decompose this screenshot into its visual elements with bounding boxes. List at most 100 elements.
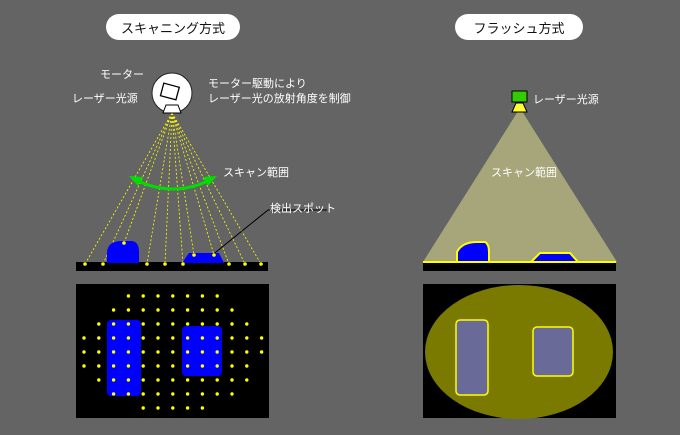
scan-point xyxy=(230,308,234,312)
scan-point xyxy=(230,350,234,354)
scan-point xyxy=(156,378,160,382)
scan-point xyxy=(111,364,116,368)
scan-beam-line xyxy=(171,112,195,256)
scan-point xyxy=(141,294,145,298)
flash-method-title: フラッシュ方式 xyxy=(455,14,583,40)
flash-result-object-2 xyxy=(532,326,574,377)
arrow-head-left xyxy=(129,176,143,186)
flash-beam-cone xyxy=(423,108,617,262)
scan-point xyxy=(126,294,131,298)
scan-point xyxy=(111,336,116,340)
scan-point xyxy=(126,336,131,340)
motor-label: モーター xyxy=(100,68,144,81)
scan-point xyxy=(200,350,205,354)
scan-point xyxy=(245,336,249,340)
scan-point xyxy=(230,364,234,368)
scan-point xyxy=(171,392,175,396)
detection-spot xyxy=(227,262,231,266)
scan-point xyxy=(141,350,145,354)
scan-point xyxy=(156,392,160,396)
scan-point-grid xyxy=(82,294,264,410)
scan-point xyxy=(141,406,145,410)
scan-point xyxy=(171,322,175,326)
scan-point xyxy=(156,336,160,340)
scan-point xyxy=(171,406,175,410)
scan-result-object-1 xyxy=(107,320,141,396)
scan-range-label: スキャン範囲 xyxy=(223,166,289,179)
scan-point xyxy=(156,308,160,312)
scan-point xyxy=(215,350,219,354)
scan-point xyxy=(97,364,101,368)
spot-leader-line xyxy=(210,209,327,257)
scan-point xyxy=(126,378,131,382)
scan-point xyxy=(185,350,190,354)
flash-emitter xyxy=(511,102,528,113)
scan-point xyxy=(185,364,190,368)
detection-spot-label: 検出スポット xyxy=(270,202,336,215)
scan-point xyxy=(141,308,145,312)
scan-point xyxy=(230,378,234,382)
scan-point xyxy=(200,364,205,368)
scan-point xyxy=(215,322,219,326)
scan-point xyxy=(97,336,101,340)
laser-source-box xyxy=(159,82,181,101)
scan-point xyxy=(185,406,190,410)
scan-point xyxy=(97,350,101,354)
scan-point xyxy=(200,294,205,298)
scan-point xyxy=(171,378,175,382)
scan-point xyxy=(185,336,190,340)
scan-range-arc xyxy=(135,178,211,191)
detection-spot xyxy=(181,262,185,266)
scan-point xyxy=(230,392,234,396)
scan-point xyxy=(126,350,131,354)
detection-spot xyxy=(243,262,247,266)
scan-point xyxy=(141,378,145,382)
scan-point xyxy=(126,322,131,326)
flash-result-object-1 xyxy=(455,319,489,396)
scan-point xyxy=(111,322,116,326)
flash-laser-source-label: レーザー光源 xyxy=(533,93,599,106)
scan-point xyxy=(245,378,249,382)
detection-spot xyxy=(101,262,105,266)
scan-point xyxy=(245,364,249,368)
laser-source-label: レーザー光源 xyxy=(72,92,138,105)
scan-point xyxy=(97,322,101,326)
scan-beam-line xyxy=(171,112,215,256)
scan-point xyxy=(185,322,190,326)
detection-spot xyxy=(212,253,216,257)
scan-point xyxy=(215,392,219,396)
detection-spot xyxy=(145,262,149,266)
scan-point xyxy=(156,350,160,354)
scan-point xyxy=(111,392,116,396)
scan-point xyxy=(141,392,145,396)
scan-point xyxy=(200,336,205,340)
flash-laser-box xyxy=(511,90,528,103)
scan-point xyxy=(230,336,234,340)
laser-emitter xyxy=(162,104,182,114)
detection-spot xyxy=(122,241,126,245)
scan-point xyxy=(259,350,264,354)
motor-description-line2: レーザー光の放射角度を制御 xyxy=(208,92,351,105)
scan-point xyxy=(215,378,219,382)
detection-spot xyxy=(83,262,87,266)
detection-spot xyxy=(192,253,196,257)
scan-point xyxy=(185,392,190,396)
arrow-head-right xyxy=(203,176,217,186)
object-rounded xyxy=(107,241,139,263)
object-trapezoid xyxy=(182,253,224,263)
motor-description-line1: モーター駆動により xyxy=(208,77,307,90)
scan-beam-line xyxy=(171,112,262,265)
scan-point xyxy=(215,364,219,368)
scan-point xyxy=(156,322,160,326)
scan-point xyxy=(111,378,116,382)
scan-point xyxy=(156,294,160,298)
scan-point xyxy=(156,364,160,368)
detection-spot xyxy=(163,262,167,266)
scan-point xyxy=(171,336,175,340)
scan-point xyxy=(259,336,264,340)
scan-point xyxy=(245,322,249,326)
scan-point xyxy=(126,364,131,368)
scan-point xyxy=(185,308,190,312)
scan-point xyxy=(141,336,145,340)
flash-object-trapezoid xyxy=(528,252,581,263)
